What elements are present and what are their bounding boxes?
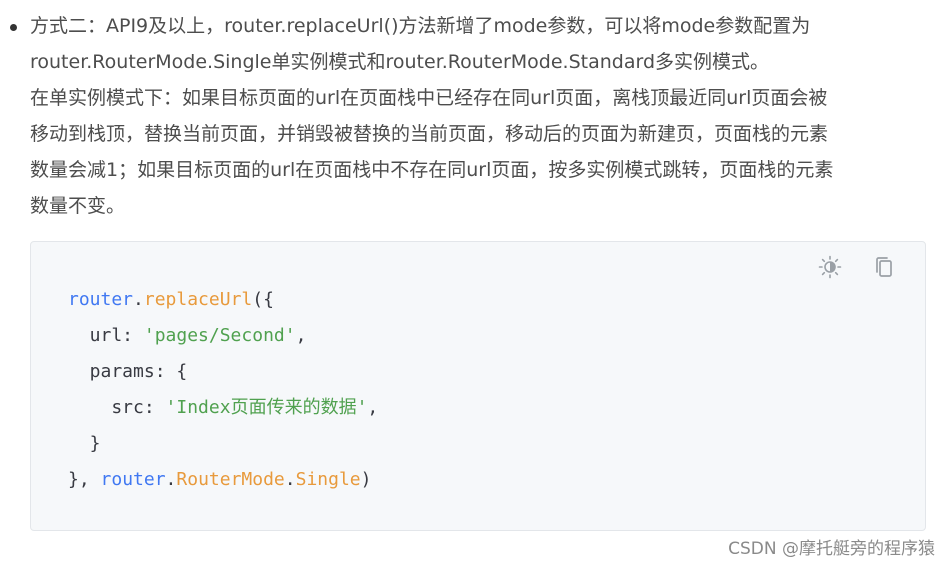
code-token: src: (68, 397, 166, 418)
paragraph-mode-description: 方式二：API9及以上，router.replaceUrl()方法新增了mode… (30, 8, 925, 80)
bullet-dot (10, 24, 17, 31)
code-line: params: { (68, 354, 378, 390)
text-line: 数量会减1；如果目标页面的url在页面栈中不存在同url页面，按多实例模式跳转，… (30, 159, 834, 181)
text-line: 移动到栈顶，替换当前页面，并销毁被替换的当前页面，移动后的页面为新建页，页面栈的… (30, 123, 829, 145)
code-token: 'Index页面传来的数据' (165, 397, 368, 418)
code-token: ({ (252, 289, 274, 310)
code-token: . (165, 469, 177, 490)
code-line: } (68, 426, 378, 462)
code-token: } (68, 433, 101, 454)
code-line: url: 'pages/Second', (68, 318, 378, 354)
code-token: ) (360, 469, 372, 490)
code-token: . (284, 469, 296, 490)
text-line: 方式二：API9及以上，router.replaceUrl()方法新增了mode… (30, 15, 811, 37)
code-line: }, router.RouterMode.Single) (68, 462, 378, 498)
text-line: 在单实例模式下：如果目标页面的url在页面栈中已经存在同url页面，离栈顶最近同… (30, 87, 828, 109)
code-token: 'pages/Second' (143, 325, 296, 346)
code-token: RouterMode (176, 469, 285, 490)
code-token: , (295, 325, 307, 346)
copy-code-button[interactable] (871, 254, 897, 280)
text-line: router.RouterMode.Single单实例模式和router.Rou… (30, 51, 770, 73)
code-line: src: 'Index页面传来的数据', (68, 390, 378, 426)
paragraph-single-mode: 在单实例模式下：如果目标页面的url在页面栈中已经存在同url页面，离栈顶最近同… (30, 80, 925, 224)
watermark: CSDN @摩托艇旁的程序猿 (728, 539, 935, 559)
code-token: }, (68, 469, 101, 490)
brightness-icon (818, 255, 842, 279)
code-block: router.replaceUrl({ url: 'pages/Second',… (30, 241, 926, 531)
code-token: router (68, 289, 134, 310)
code-toolbar (817, 254, 897, 280)
text-line: 数量不变。 (30, 195, 126, 217)
code-token: . (133, 289, 144, 310)
theme-toggle-button[interactable] (817, 254, 843, 280)
code-line: router.replaceUrl({ (68, 282, 378, 318)
code-token: replaceUrl (143, 289, 253, 310)
code-token: Single (295, 469, 361, 490)
code-token: params: { (68, 361, 188, 382)
code-token: url: (68, 325, 144, 346)
copy-icon (876, 257, 892, 277)
code-content: router.replaceUrl({ url: 'pages/Second',… (68, 282, 378, 498)
code-token: router (100, 469, 166, 490)
code-token: , (367, 397, 379, 418)
